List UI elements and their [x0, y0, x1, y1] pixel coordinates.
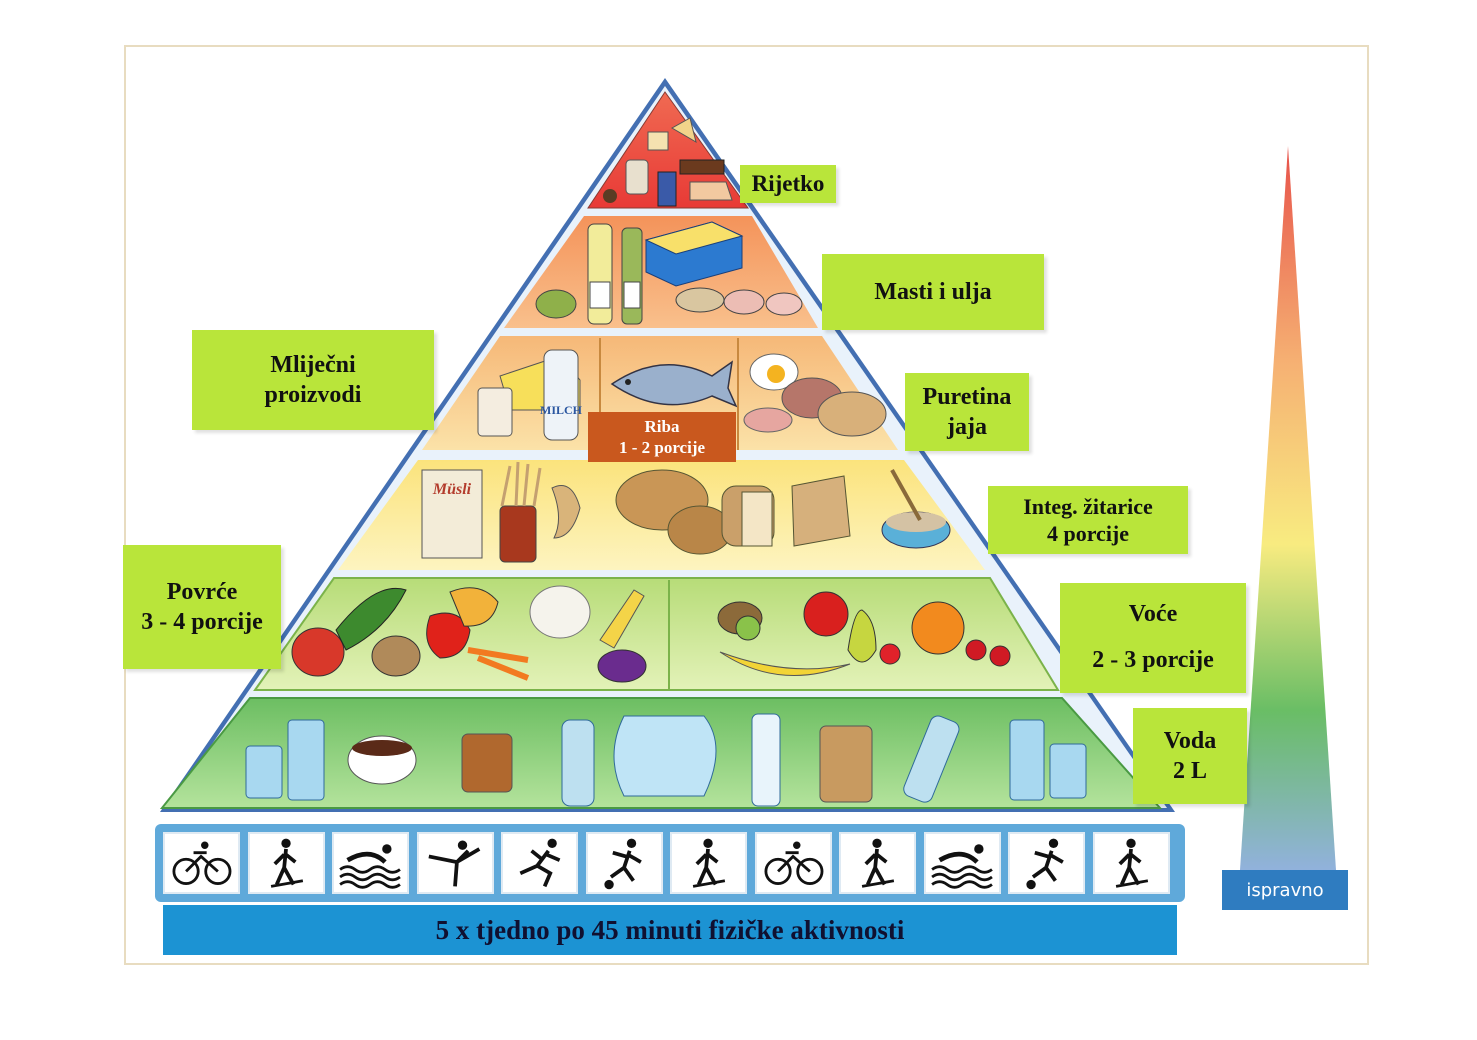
fish-illustration	[610, 360, 738, 408]
running-icon	[501, 832, 578, 894]
label-integ-zitarice: Integ. žitarice 4 porcije	[988, 486, 1188, 554]
gradient-scale	[1240, 146, 1336, 870]
football-icon	[1008, 832, 1085, 894]
label-povrce: Povrće 3 - 4 porcije	[123, 545, 281, 669]
fats-illustration	[535, 221, 803, 325]
cycling-icon	[163, 832, 240, 894]
vegetables-illustration	[291, 585, 647, 683]
walking-icon	[247, 832, 325, 894]
water-illustration	[245, 713, 1087, 807]
walking-icon	[670, 832, 747, 894]
milk-label: MILCH	[540, 403, 583, 417]
label-puretina-jaja: Puretina jaja	[905, 373, 1029, 451]
activity-banner: 5 x tjedno po 45 minuti fizičke aktivnos…	[163, 905, 1177, 955]
label-mlijecni-proizvodi: Mliječni proizvodi	[192, 330, 434, 430]
label-masti-ulja: Masti i ulja	[822, 254, 1044, 330]
walking-icon	[839, 832, 916, 894]
label-voda: Voda 2 L	[1133, 708, 1247, 804]
label-voce: Voće 2 - 3 porcije	[1060, 583, 1246, 693]
gymnastics-icon	[416, 832, 494, 894]
activities-strip	[155, 824, 1185, 902]
label-rijetko: Rijetko	[740, 165, 836, 203]
football-icon	[585, 832, 663, 894]
sweets-illustration	[603, 117, 733, 207]
meat-egg-illustration	[743, 353, 887, 437]
musli-label: Müsli	[432, 481, 472, 498]
swimming-icon	[332, 832, 409, 894]
gradient-scale-label: ispravno	[1222, 870, 1348, 910]
walking-icon	[1092, 832, 1170, 894]
fruit-illustration	[717, 591, 1011, 677]
cycling-icon	[754, 832, 832, 894]
label-riba: Riba 1 - 2 porcije	[588, 412, 736, 462]
swimming-icon	[923, 832, 1001, 894]
dairy-illustration: MILCH	[477, 349, 583, 441]
grains-illustration: Müsli	[421, 461, 951, 563]
activity-banner-text: 5 x tjedno po 45 minuti fizičke aktivnos…	[435, 914, 905, 945]
